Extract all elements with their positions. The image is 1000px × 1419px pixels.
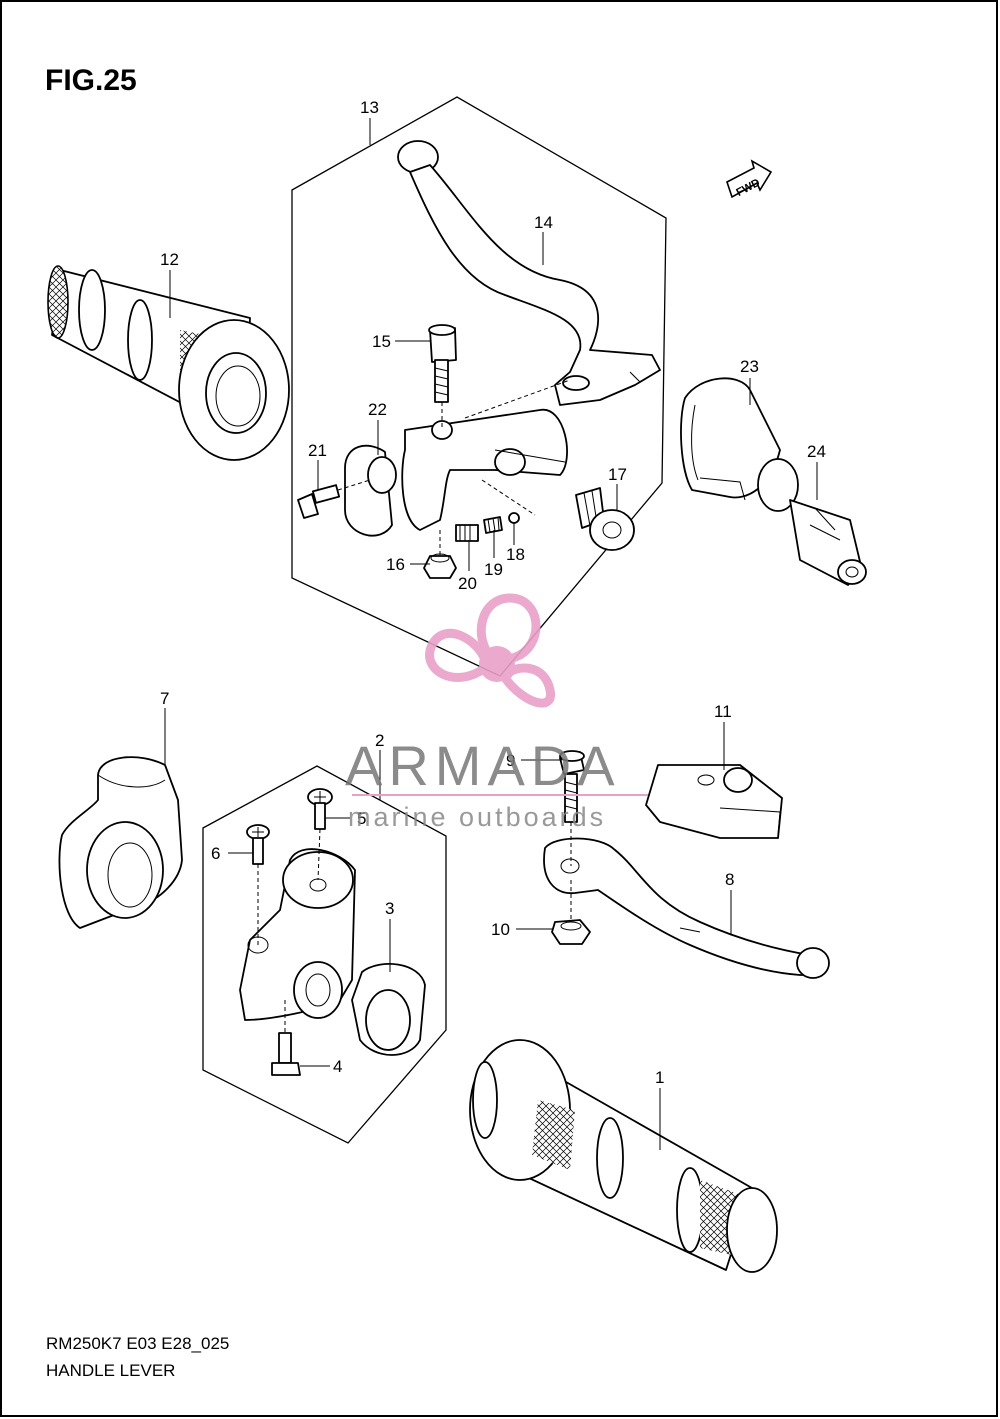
nut-part-16: [423, 553, 457, 579]
callout-13: 13: [360, 98, 379, 117]
callout-9: 9: [506, 751, 515, 770]
watermark-brand: ARMADA: [345, 734, 621, 797]
callout-labels: 13 14 12 15 22 21 17 16 20 19 18 23 24 7…: [160, 98, 826, 1087]
callout-12: 12: [160, 250, 179, 269]
watermark: ARMADA marine outboards: [345, 593, 648, 832]
bolt-part-4: [271, 1032, 301, 1076]
fwd-arrow-icon: FWD: [726, 159, 773, 199]
callout-24: 24: [807, 442, 826, 461]
clamp-part-3: [351, 963, 426, 1056]
assembly-box-13: [291, 96, 667, 677]
nut-part-10: [551, 919, 591, 945]
ball-part-18: [508, 512, 520, 524]
spacer-part-20: [455, 524, 479, 542]
brake-lever-part-8: [543, 837, 830, 979]
clutch-holder-part-22: [344, 409, 568, 537]
callout-15: 15: [372, 332, 391, 351]
callout-18: 18: [506, 545, 525, 564]
callout-5: 5: [357, 809, 366, 828]
grip-right-part-1: [469, 1039, 778, 1273]
cover-part-23: [680, 377, 781, 501]
switch-housing-part-7: [58, 756, 183, 929]
callout-23: 23: [740, 357, 759, 376]
figure-code: RM250K7 E03 E28_025: [46, 1334, 229, 1353]
bolt-part-21: [297, 484, 341, 519]
leader-lines: [164, 118, 818, 1150]
callout-10: 10: [491, 920, 510, 939]
watermark-tagline: marine outboards: [348, 802, 606, 832]
screw-part-5: [307, 788, 333, 830]
callout-17: 17: [608, 465, 627, 484]
callout-20: 20: [458, 574, 477, 593]
callout-3: 3: [385, 899, 394, 918]
cable-adjuster-part-24: [757, 458, 867, 586]
bolt-part-15: [428, 324, 457, 403]
assembly-lines: [257, 379, 572, 1033]
callout-8: 8: [725, 870, 734, 889]
propeller-logo-icon: [425, 593, 555, 708]
assembly-box-2: [202, 765, 447, 1144]
spring-part-19: [483, 516, 503, 534]
figure-name: HANDLE LEVER: [46, 1361, 175, 1380]
grip-left-part-12: [47, 265, 290, 461]
callout-4: 4: [333, 1057, 342, 1076]
callout-16: 16: [386, 555, 405, 574]
callout-22: 22: [368, 400, 387, 419]
callout-6: 6: [211, 844, 220, 863]
callout-14: 14: [534, 213, 553, 232]
figure-title: FIG.25: [45, 64, 137, 97]
clutch-lever-part-14: [397, 140, 661, 406]
cover-part-11: [645, 764, 783, 839]
brake-holder-part-2: [239, 848, 356, 1021]
callout-7: 7: [160, 689, 169, 708]
callout-21: 21: [308, 441, 327, 460]
callout-11: 11: [714, 702, 732, 721]
callout-1: 1: [655, 1068, 664, 1087]
screw-part-6: [246, 824, 270, 865]
adjuster-part-17: [575, 487, 635, 551]
callout-19: 19: [484, 560, 503, 579]
callout-2: 2: [375, 731, 384, 750]
bolt-part-9: [559, 750, 585, 823]
